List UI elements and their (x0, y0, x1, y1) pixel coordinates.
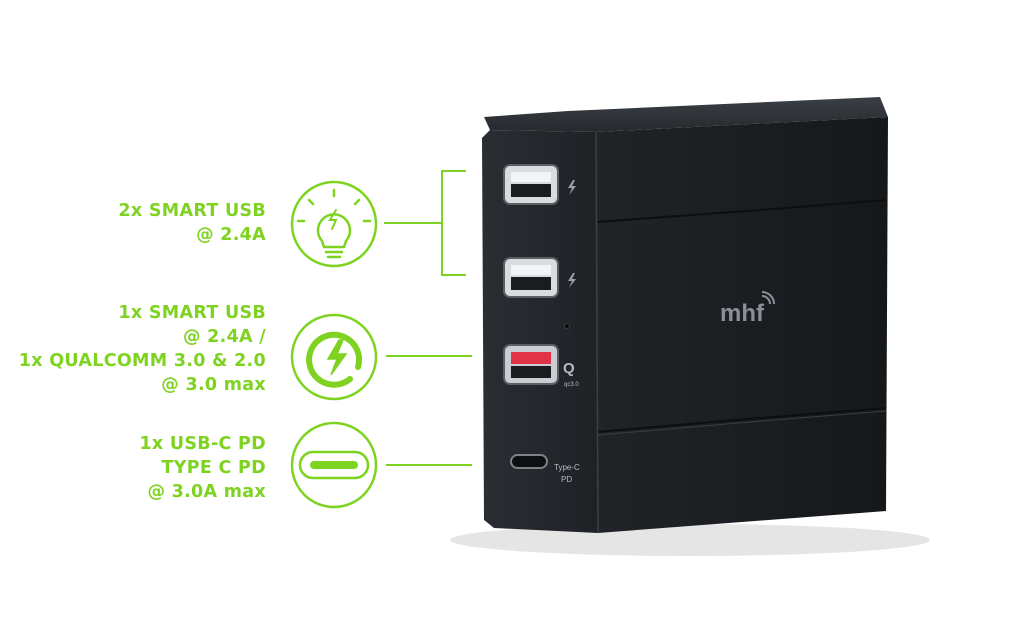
qc-caption: qc3.0 (564, 382, 579, 388)
qc-mark: Q (563, 360, 575, 377)
feature-label-smart-usb: 2x SMART USB @ 2.4A (118, 199, 266, 247)
feature-label-qualcomm: 1x SMART USB @ 2.4A / 1x QUALCOMM 3.0 & … (19, 301, 266, 397)
feature-line: 1x QUALCOMM 3.0 & 2.0 (18, 351, 266, 371)
device-seam (595, 199, 887, 223)
feature-line: @ 3.0 max (161, 375, 266, 395)
wifi-mark-icon (761, 291, 775, 305)
usb-a-port-2 (503, 257, 559, 298)
ground-shadow (450, 524, 930, 556)
device-seam (597, 410, 887, 436)
feature-line: @ 3.0A max (147, 482, 266, 502)
device-seam (595, 407, 887, 433)
device-edge (595, 131, 599, 534)
usb-c-caption: Type-C (554, 463, 580, 472)
feature-line: 1x SMART USB (118, 303, 266, 323)
usb-c-caption: PD (561, 475, 572, 484)
feature-line: @ 2.4A (196, 225, 266, 245)
indicator-led (564, 323, 570, 329)
feature-line: @ 2.4A / (182, 327, 266, 347)
callout-bracket (384, 170, 466, 276)
brand-logo: mhf (720, 300, 765, 327)
smart-bulb-icon (290, 180, 378, 268)
usb-a-port-qc (503, 344, 559, 385)
usb-c-icon (290, 421, 378, 509)
usb-a-port-1 (503, 164, 559, 205)
usb-c-port (510, 454, 548, 469)
device-top (484, 97, 888, 132)
device-front (482, 130, 598, 533)
feature-line: 2x SMART USB (118, 201, 266, 221)
quick-charge-icon (290, 313, 378, 401)
feature-label-usb-c: 1x USB-C PD TYPE C PD @ 3.0A max (139, 432, 266, 504)
lightning-icon (568, 273, 576, 288)
lightning-icon (568, 180, 576, 195)
feature-line: TYPE C PD (161, 458, 266, 478)
feature-line: 1x USB-C PD (139, 434, 266, 454)
